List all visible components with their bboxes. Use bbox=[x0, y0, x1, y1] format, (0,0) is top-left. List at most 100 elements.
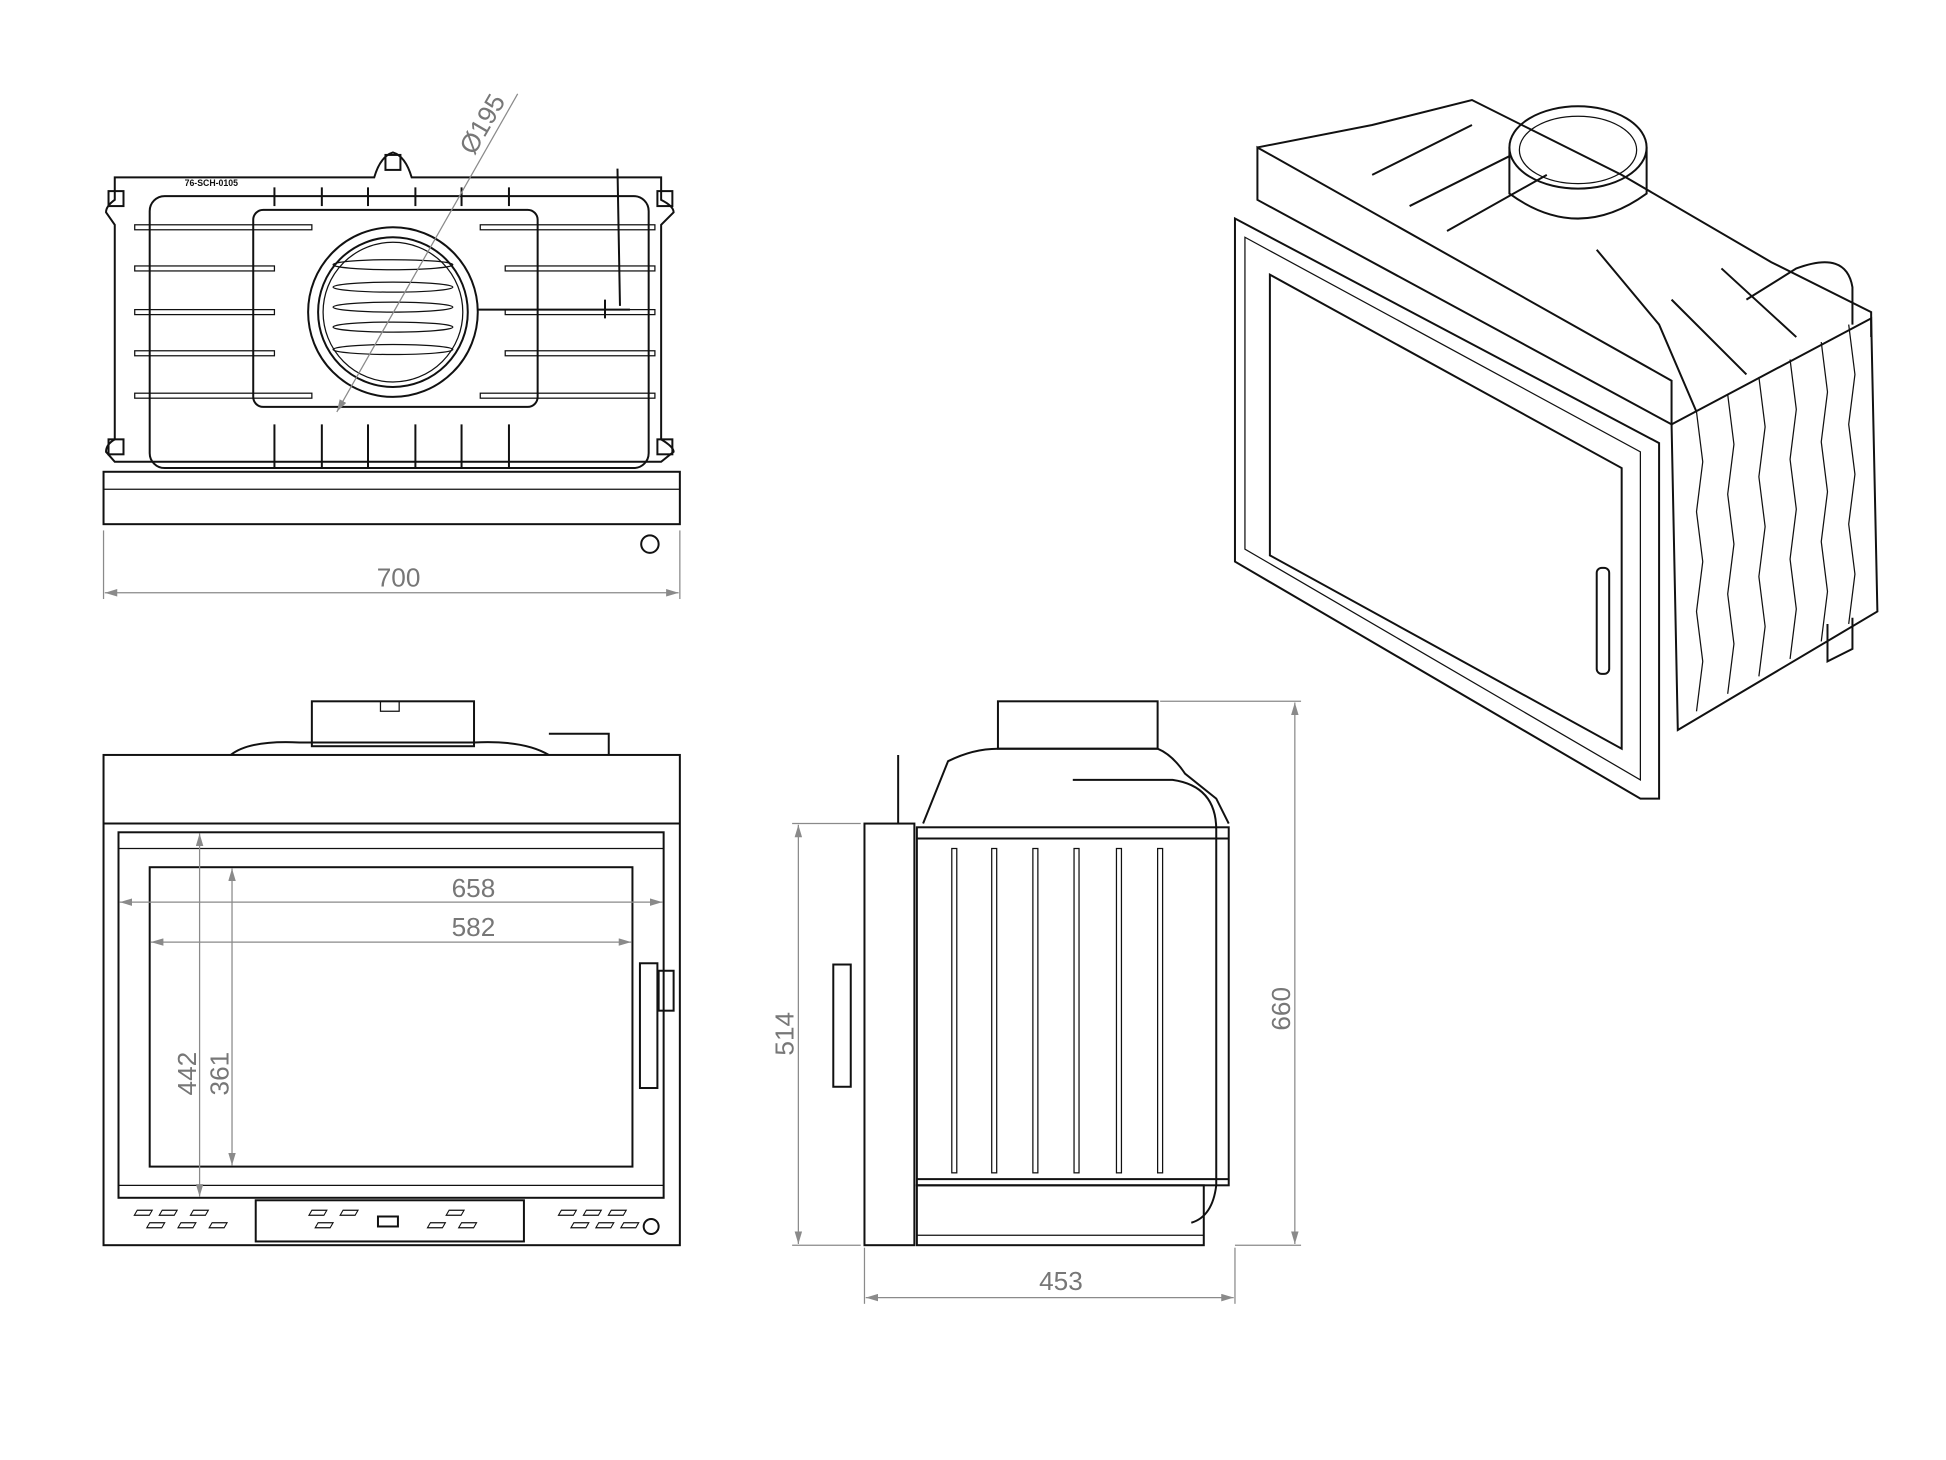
part-label: 76-SCH-0105 bbox=[185, 178, 238, 188]
front-view: 658 582 442 361 bbox=[102, 700, 681, 1247]
glass-height-dimension: 361 bbox=[204, 1052, 234, 1096]
damper-slat bbox=[332, 259, 454, 271]
flue-collar-notch bbox=[379, 701, 400, 712]
iso-glass bbox=[1268, 272, 1623, 751]
top-view: 76-SCH-0105 Ø195 700 bbox=[102, 89, 681, 600]
side-cooling-ribs bbox=[951, 847, 1164, 1174]
door-height-dimension: 514 bbox=[769, 1012, 799, 1056]
side-top-body bbox=[922, 747, 1230, 825]
iso-door-frame bbox=[1233, 216, 1661, 800]
iso-cooling-ribs bbox=[1695, 324, 1856, 712]
heat-bar bbox=[479, 224, 656, 231]
damper-rod bbox=[477, 168, 630, 319]
air-vents bbox=[133, 1209, 640, 1229]
vent-slot bbox=[307, 1209, 328, 1216]
glass-panel bbox=[148, 866, 634, 1168]
vent-slot bbox=[582, 1209, 603, 1216]
iso-handle bbox=[1595, 566, 1611, 675]
heat-bar bbox=[504, 350, 656, 357]
bolt bbox=[107, 190, 125, 208]
iso-hood bbox=[1256, 98, 1873, 427]
frame-width-dimension: 658 bbox=[452, 873, 496, 903]
side-handle bbox=[832, 963, 852, 1088]
vent-slot bbox=[133, 1209, 154, 1216]
total-height-dimension: 660 bbox=[1266, 987, 1296, 1031]
air-control-slider bbox=[376, 1215, 399, 1228]
heat-bar bbox=[134, 224, 313, 231]
cooling-rib bbox=[1115, 847, 1123, 1174]
side-view: 514 660 453 bbox=[769, 700, 1302, 1304]
cooling-rib bbox=[1156, 847, 1164, 1174]
iso-pipe bbox=[1745, 261, 1854, 325]
heat-bar bbox=[479, 392, 656, 399]
corner-bolts bbox=[107, 153, 674, 456]
air-control-strip bbox=[254, 1199, 525, 1243]
top-heat-bars bbox=[134, 187, 656, 469]
glass-width-dimension: 582 bbox=[452, 912, 496, 942]
flue-diameter-dimension: Ø195 bbox=[453, 89, 511, 159]
heat-bar bbox=[134, 308, 276, 316]
vent-slot bbox=[445, 1209, 466, 1216]
iso-flue-collar bbox=[1508, 147, 1648, 220]
heat-bar bbox=[134, 350, 276, 357]
vent-slot bbox=[557, 1209, 578, 1216]
isometric-view bbox=[1233, 98, 1879, 800]
flue-collar bbox=[310, 700, 476, 748]
door-frame bbox=[117, 831, 665, 1199]
bolt bbox=[656, 190, 674, 208]
vent-slot bbox=[569, 1222, 590, 1229]
cooling-rib bbox=[1848, 324, 1856, 625]
damper-slat bbox=[332, 343, 454, 356]
door-knob bbox=[640, 534, 660, 554]
side-flue-collar bbox=[996, 700, 1159, 750]
flue-outer-ring bbox=[307, 226, 479, 398]
cooling-rib bbox=[1727, 394, 1735, 694]
flue-inner-ring bbox=[317, 236, 469, 388]
bolt bbox=[656, 438, 674, 456]
heat-bar bbox=[134, 392, 313, 399]
cooling-rib bbox=[951, 847, 958, 1174]
bolt bbox=[107, 438, 125, 456]
iso-door-frame-inner bbox=[1244, 236, 1642, 781]
front-outer-frame bbox=[102, 753, 681, 1247]
flue-damper-slats bbox=[332, 259, 454, 356]
bolt bbox=[384, 153, 402, 171]
top-front-bar bbox=[102, 470, 681, 526]
width-dimension: 700 bbox=[377, 563, 421, 593]
cooling-rib bbox=[1789, 359, 1797, 659]
cooling-rib bbox=[1032, 847, 1039, 1174]
side-frame bbox=[915, 826, 1230, 1187]
side-base bbox=[915, 1184, 1205, 1247]
vent-slot bbox=[189, 1209, 210, 1216]
vent-slot bbox=[208, 1222, 229, 1229]
vent-slot bbox=[594, 1222, 615, 1229]
flue-inner-ring-2 bbox=[322, 241, 464, 383]
top-body-outline bbox=[105, 151, 675, 463]
damper-slat bbox=[332, 281, 454, 293]
top-baffle bbox=[252, 208, 539, 408]
control-knob bbox=[642, 1217, 660, 1235]
heat-bar bbox=[504, 265, 656, 272]
vent-slot bbox=[457, 1222, 478, 1229]
vent-slot bbox=[314, 1222, 335, 1229]
vent-slot bbox=[177, 1222, 197, 1229]
vent-slot bbox=[339, 1209, 359, 1216]
damper-slat bbox=[332, 321, 454, 333]
vent-slot bbox=[426, 1222, 447, 1229]
cooling-rib bbox=[1758, 376, 1766, 677]
top-inner-chamber bbox=[148, 195, 650, 470]
cooling-rib bbox=[1820, 341, 1829, 642]
door-handle bbox=[638, 962, 659, 1090]
iso-flue-inner bbox=[1518, 115, 1638, 185]
iso-side-body bbox=[1670, 316, 1879, 732]
frame-height-dimension: 442 bbox=[172, 1052, 202, 1096]
cooling-rib bbox=[991, 847, 998, 1174]
heat-bar bbox=[134, 265, 276, 272]
cooling-rib bbox=[1073, 847, 1080, 1174]
damper-slat bbox=[332, 301, 454, 313]
vent-slot bbox=[158, 1209, 179, 1216]
side-door bbox=[863, 822, 916, 1247]
flue-diameter-leader bbox=[336, 93, 519, 413]
handle-hinge bbox=[657, 969, 675, 1012]
